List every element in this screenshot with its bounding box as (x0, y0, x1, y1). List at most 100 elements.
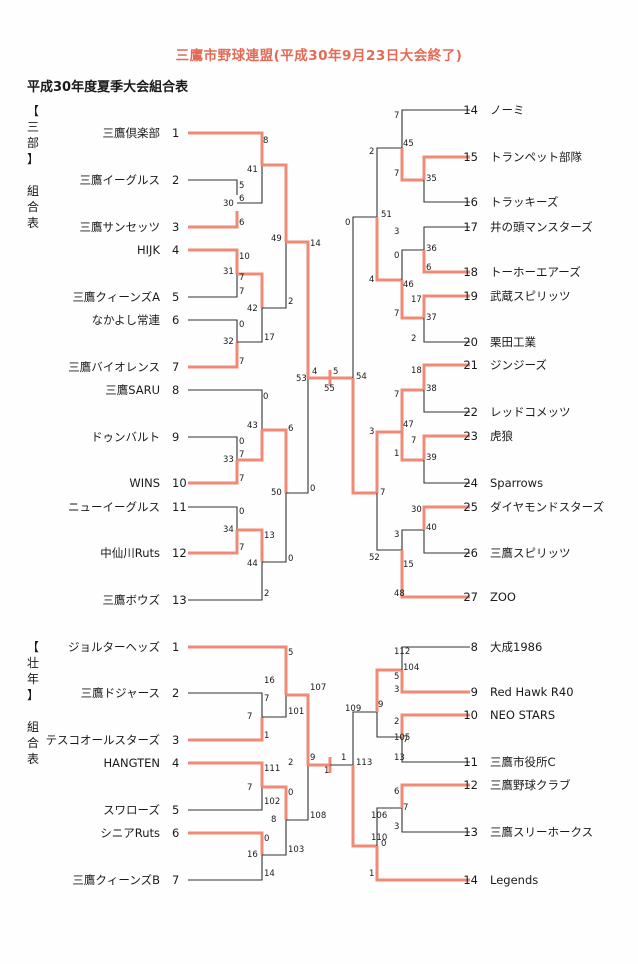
score-label: 33 (223, 455, 234, 465)
team-seed: 11 (463, 755, 478, 769)
winning-path (237, 430, 264, 462)
page-title: 三鷹市野球連盟(平成30年9月23日大会終了) (175, 48, 463, 64)
winning-path (188, 460, 239, 485)
team-seed: 17 (463, 220, 478, 234)
score-label: 54 (356, 372, 367, 382)
section-label-char: 表 (26, 216, 39, 230)
bracket-line (188, 389, 263, 430)
team-seed: 8 (172, 383, 179, 397)
team-seed: 13 (463, 825, 478, 839)
section-label-sanbu: 【三部】 組合表 (25, 103, 41, 231)
bracket-line (376, 493, 402, 551)
score-label: 5 (333, 367, 338, 377)
winning-path (188, 717, 264, 742)
team-seed: 13 (172, 593, 187, 607)
score-label: 14 (310, 239, 321, 249)
section-label-char: 】 (26, 688, 39, 702)
section-label-char: 三 (26, 120, 39, 134)
bracket-line (188, 179, 238, 195)
section-label-char: 【 (26, 640, 39, 654)
score-label: 5 (288, 648, 293, 658)
team-seed: 12 (463, 778, 478, 792)
score-label: 0 (345, 218, 350, 228)
score-label: 43 (247, 421, 258, 431)
score-label: 113 (356, 758, 372, 768)
score-label: 14 (264, 869, 275, 879)
score-label: 45 (403, 139, 414, 149)
score-label: 7 (239, 273, 244, 283)
team-name: 大成1986 (490, 640, 542, 654)
bracket-line (423, 226, 470, 250)
score-label: 7 (239, 287, 244, 297)
bracket-line (237, 165, 263, 204)
winning-path (400, 550, 470, 599)
team-seed: 3 (172, 733, 179, 747)
score-label: 7 (264, 694, 269, 704)
team-name: 三鷹バイオレンス (68, 360, 160, 374)
score-label: 3 (369, 427, 374, 437)
winning-path (422, 155, 470, 180)
score-label: 7 (403, 735, 408, 745)
winning-path (400, 388, 424, 432)
winning-path (400, 783, 470, 808)
score-label: 0 (310, 484, 315, 494)
score-label: 7 (239, 543, 244, 553)
score-label: 30 (411, 505, 422, 515)
score-label: 7 (239, 474, 244, 484)
winning-path (375, 668, 402, 712)
winning-path (237, 528, 264, 562)
winning-path (422, 250, 470, 274)
score-label: 50 (271, 488, 282, 498)
score-label: 30 (223, 199, 234, 209)
score-label: 103 (288, 845, 304, 855)
team-seed: 7 (172, 873, 179, 887)
bracket-line (237, 308, 263, 343)
team-name: 三鷹スリーホークス (490, 825, 593, 839)
team-seed: 3 (172, 220, 179, 234)
section-label-char: 合 (26, 736, 39, 750)
team-seed: 1 (172, 640, 179, 654)
team-seed: 19 (463, 289, 478, 303)
score-label: 3 (394, 530, 399, 540)
score-label: 107 (310, 683, 326, 693)
score-label: 41 (247, 165, 258, 175)
team-name: 三鷹スピリッツ (490, 546, 571, 560)
team-name: 武蔵スピリッツ (490, 289, 571, 303)
page-subtitle: 平成30年度夏季大会組合表 (27, 80, 189, 95)
team-seed: 26 (463, 546, 478, 560)
team-name: 三鷹サンセッツ (80, 220, 161, 234)
winning-path (286, 240, 310, 378)
score-label: 112 (394, 647, 410, 657)
bracket-line (262, 242, 287, 309)
section-label-char: 】 (26, 152, 39, 166)
section-label-char: 組 (26, 184, 39, 198)
score-label: 55 (324, 384, 335, 394)
winning-path (262, 428, 288, 493)
team-name: Red Hawk R40 (490, 685, 574, 699)
team-name: テスコオールスターズ (46, 733, 160, 747)
score-label: 5 (239, 181, 244, 191)
team-seed: 24 (463, 476, 478, 490)
bracket-line (423, 530, 470, 554)
section-label-char: 年 (26, 672, 39, 686)
team-seed: 5 (172, 290, 179, 304)
bracket-line (401, 529, 424, 550)
winning-path (400, 432, 424, 462)
team-name: レッドコメッツ (490, 405, 571, 419)
score-label: 7 (394, 309, 399, 319)
winning-path (400, 148, 424, 182)
winning-path (422, 363, 470, 390)
team-seed: 5 (172, 803, 179, 817)
score-label: 7 (239, 357, 244, 367)
winning-path (286, 693, 310, 765)
score-label: 3 (394, 822, 399, 832)
score-label: 44 (247, 559, 258, 569)
score-label: 40 (426, 523, 437, 533)
score-label: 0 (239, 507, 244, 517)
winning-path (400, 670, 470, 694)
bracket-line (401, 737, 470, 763)
score-label: 0 (263, 392, 268, 402)
team-name: ジンジーズ (490, 358, 547, 372)
team-seed: 4 (172, 756, 179, 770)
score-label: 106 (371, 811, 387, 821)
